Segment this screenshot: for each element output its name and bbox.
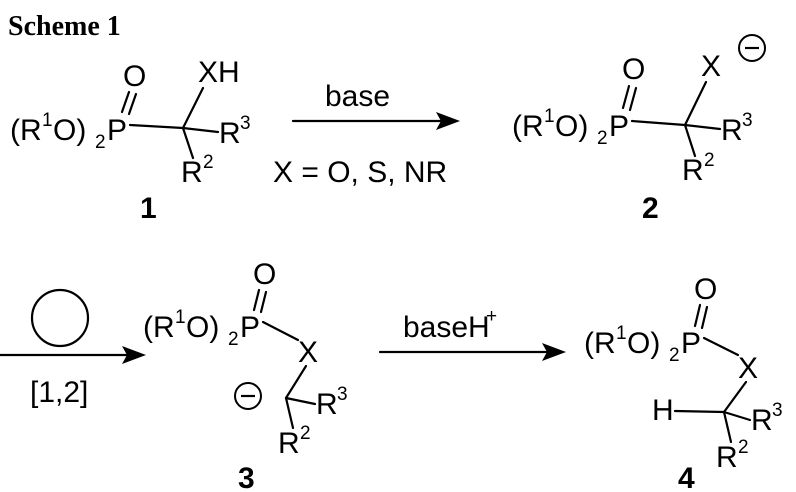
arrow-2: [1,2]: [0, 288, 146, 409]
c1-r-sup: 1: [42, 110, 53, 131]
c1-o: O): [53, 114, 86, 147]
c1-po-bond-a: [120, 90, 131, 114]
c1-p: P: [107, 114, 127, 147]
c1-oxo: O: [123, 60, 146, 93]
c4-r-sup: 1: [616, 323, 627, 344]
c3-po-bond-b: [259, 290, 268, 314]
c2-po-bond-a: [621, 84, 631, 110]
c4-open-paren: (: [584, 327, 594, 360]
c3-negative-charge-icon: [234, 382, 262, 410]
c2-o: O): [555, 110, 588, 143]
c3-cr2-bond: [284, 396, 295, 430]
c3-x: X: [298, 336, 318, 369]
c4-h: H: [652, 394, 674, 427]
c4-cr2-bond: [722, 410, 733, 444]
arrow-2-condition: [1,2]: [30, 376, 88, 409]
c3-r: R: [153, 311, 175, 344]
arrow-1-condition: X = O, S, NR: [273, 156, 447, 189]
compound-1: ( R 1 O) 2 P O XH R 3 R 2 1: [10, 56, 251, 225]
arrow-3: baseH +: [378, 306, 566, 361]
compound-2: ( R 1 O) 2 P O X R 3 R 2 2: [512, 34, 766, 225]
c1-pc-bond: [128, 123, 185, 130]
c1-r2: R: [181, 156, 203, 189]
c2-cr3-bond: [683, 123, 722, 131]
arrow-3-reagent-sup: +: [486, 306, 497, 327]
compound-label-3: 3: [238, 462, 255, 492]
c1-cr3-bond: [181, 126, 220, 134]
c3-po-bond-a: [252, 288, 261, 312]
c2-r2: R: [682, 154, 704, 187]
compound-3: ( R 1 O) 2 P O X R 3 R 2 3: [143, 258, 348, 492]
c3-sub: 2: [228, 329, 239, 350]
c2-cr2-bond: [683, 123, 697, 158]
c4-xc-bond: [722, 380, 748, 414]
c1-cr2-bond: [181, 126, 195, 160]
c4-r2-sup: 2: [738, 437, 749, 458]
c1-open-paren: (: [10, 114, 20, 147]
c4-px-bond: [702, 336, 740, 357]
c1-r3: R: [219, 117, 241, 150]
c4-sub: 2: [669, 345, 680, 366]
c4-r3: R: [751, 404, 773, 437]
c2-oxo: O: [622, 53, 645, 86]
ring-closure-icon: [30, 288, 90, 348]
c2-r3-sup: 3: [742, 110, 753, 131]
c4-r: R: [594, 327, 616, 360]
arrow-1-reagent: base: [325, 80, 390, 113]
arrow-2-head: [122, 346, 146, 364]
c3-o: O): [186, 311, 219, 344]
c2-r2-sup: 2: [704, 150, 715, 171]
c2-x: X: [701, 50, 721, 83]
compound-label-4: 4: [678, 462, 695, 492]
c3-r-sup: 1: [175, 307, 186, 328]
arrow-3-head: [542, 343, 566, 361]
arrow-1: base X = O, S, NR: [273, 80, 460, 189]
c3-r3-sup: 3: [337, 384, 348, 405]
c1-r2-sup: 2: [203, 152, 214, 173]
c2-po-bond-b: [628, 86, 638, 112]
c4-p: P: [681, 327, 701, 360]
c2-r3: R: [721, 114, 743, 147]
c1-r3-sup: 3: [240, 113, 251, 134]
c2-p: P: [609, 110, 629, 143]
c2-cx-bond: [683, 80, 708, 127]
c1-po-bond-b: [127, 92, 138, 116]
c2-sub: 2: [597, 128, 608, 149]
c1-sub: 2: [95, 132, 106, 153]
c3-open-paren: (: [143, 311, 153, 344]
c3-cr3-bond: [284, 396, 317, 406]
arrow-1-head: [436, 112, 460, 130]
c4-r3-sup: 3: [772, 400, 783, 421]
c4-r2: R: [716, 441, 738, 474]
c2-r: R: [522, 110, 544, 143]
c2-pc-bond: [630, 119, 687, 127]
c4-o: O): [627, 327, 660, 360]
c3-oxo: O: [253, 258, 276, 291]
arrow-3-reagent: baseH: [403, 311, 490, 344]
c3-r3: R: [316, 388, 338, 421]
compound-label-1: 1: [140, 192, 157, 225]
c1-cx-bond: [181, 86, 205, 130]
c1-r: R: [20, 114, 42, 147]
c1-xh: XH: [198, 56, 240, 89]
c3-xc-bond: [284, 364, 308, 400]
c2-open-paren: (: [512, 110, 522, 143]
c4-hc-bond: [673, 409, 726, 414]
c3-r2-sup: 2: [300, 423, 311, 444]
c2-negative-charge-icon: [738, 34, 766, 62]
c2-r-sup: 1: [544, 106, 555, 127]
scheme-title: Scheme 1: [8, 11, 121, 42]
c4-oxo: O: [694, 273, 717, 306]
c3-r2: R: [278, 427, 300, 460]
c4-x: X: [738, 352, 758, 385]
c4-po-bond-b: [700, 305, 709, 330]
compound-label-2: 2: [642, 192, 659, 225]
c4-po-bond-a: [693, 303, 702, 328]
compound-4: ( R 1 O) 2 P O X H R 3 R 2 4: [584, 273, 783, 492]
c4-cr3-bond: [722, 410, 752, 422]
c3-p: P: [240, 311, 260, 344]
c3-px-bond: [261, 320, 300, 342]
